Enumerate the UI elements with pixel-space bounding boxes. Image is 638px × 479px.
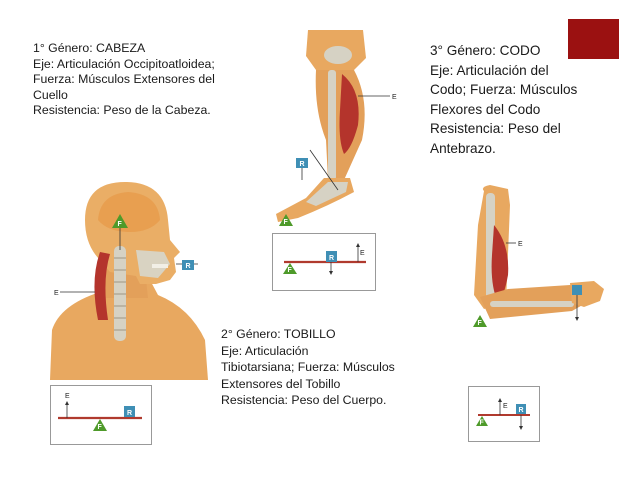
- accent-block: [568, 19, 619, 59]
- svg-text:E: E: [392, 94, 397, 101]
- ankle-lever-description: 2° Género: TOBILLO Eje: Articulación Tib…: [221, 327, 395, 408]
- head-neck-anatomy-illustration-icon: F R E: [50, 182, 208, 380]
- svg-text:R: R: [519, 407, 524, 414]
- svg-text:E: E: [360, 250, 365, 257]
- leg-ankle-anatomy-illustration-icon: R F E: [276, 30, 397, 226]
- svg-text:R: R: [300, 161, 305, 168]
- svg-text:F: F: [478, 320, 483, 327]
- head-lever-description: 1° Género: CABEZA Eje: Articulación Occi…: [33, 41, 215, 117]
- svg-text:F: F: [288, 267, 293, 274]
- svg-text:F: F: [118, 221, 123, 228]
- elbow-lever-description: 3° Género: CODO Eje: Articulación del Co…: [430, 43, 578, 156]
- svg-text:E: E: [54, 290, 59, 297]
- svg-text:F: F: [480, 420, 485, 427]
- svg-text:R: R: [329, 255, 334, 262]
- ankle-lever-diagram-icon: F R E: [272, 233, 376, 291]
- head-lever-diagram-icon: F R E: [50, 385, 152, 445]
- svg-text:F: F: [98, 424, 103, 431]
- elbow-lever-diagram-icon: F R E: [468, 386, 540, 442]
- svg-text:F: F: [284, 219, 289, 226]
- svg-text:E: E: [503, 403, 508, 410]
- svg-text:E: E: [65, 393, 70, 400]
- svg-text:R: R: [127, 410, 132, 417]
- head-resistance-label: R: [186, 263, 191, 270]
- svg-text:E: E: [518, 241, 523, 248]
- arm-elbow-anatomy-illustration-icon: F E: [473, 185, 604, 327]
